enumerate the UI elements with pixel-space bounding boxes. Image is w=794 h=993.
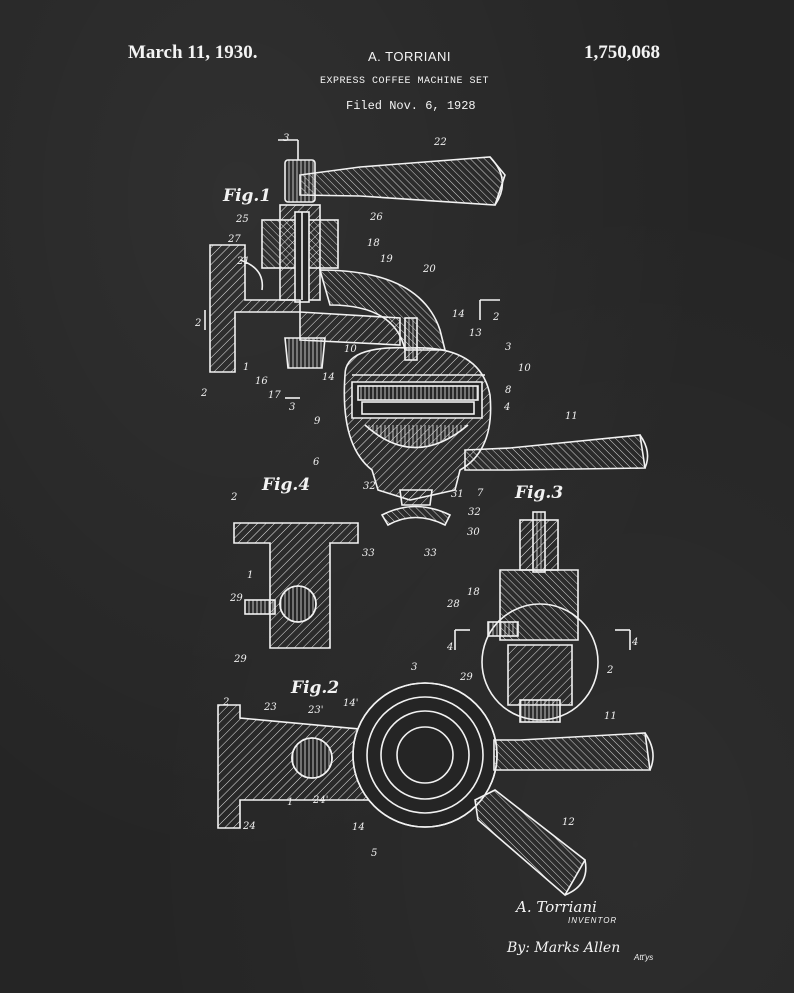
- ref-numeral: 30: [467, 527, 480, 538]
- ref-numeral: 24: [242, 821, 256, 832]
- ref-numeral: 4: [631, 637, 638, 648]
- ref-numeral: 23: [263, 702, 277, 713]
- ref-numeral: 32: [363, 481, 376, 492]
- figure-2-drawing: [217, 682, 654, 897]
- fig-3-label: Fig.3: [514, 483, 563, 503]
- ref-numeral: 11: [604, 711, 617, 722]
- ref-numeral: 8: [505, 385, 511, 396]
- filter-disk: [357, 385, 479, 401]
- ref-numeral: 19: [380, 254, 393, 265]
- ref-numeral: 28: [446, 599, 460, 610]
- handle-12: [474, 789, 587, 897]
- ref-numeral: 6: [313, 457, 320, 468]
- figure-1-drawing: [204, 139, 649, 527]
- ref-numeral: 3: [283, 133, 289, 144]
- ref-numeral: 2: [200, 388, 207, 399]
- reference-numerals: 3 22 25 26 27 21 18 19 20 2 2 14 13 3 10…: [194, 133, 638, 859]
- ref-numeral: 23': [307, 705, 323, 716]
- ref-numeral: 3: [505, 342, 511, 353]
- ref-numeral: 2: [194, 318, 201, 329]
- ref-numeral: 1: [287, 797, 293, 808]
- attorney-role: Att'ys: [634, 953, 654, 962]
- ref-numeral: 25: [235, 214, 249, 225]
- ref-numeral: 26: [369, 212, 383, 223]
- ref-numeral: 10: [344, 344, 357, 355]
- fig-2-label: Fig.2: [290, 678, 339, 698]
- ref-numeral: 24': [312, 795, 328, 806]
- ref-numeral: 2: [230, 492, 237, 503]
- attorney-signature: By: Marks Allen: [507, 940, 621, 956]
- ref-numeral: 32: [468, 507, 481, 518]
- patent-date: March 11, 1930.: [128, 42, 258, 63]
- ref-numeral: 11: [565, 411, 578, 422]
- ref-numeral: 16: [255, 376, 268, 387]
- ref-numeral: 4: [446, 642, 453, 653]
- fig-1-label: Fig.1: [222, 186, 271, 206]
- ref-numeral: 12: [562, 817, 575, 828]
- ref-numeral: 27: [227, 234, 241, 245]
- ref-numeral: 2: [606, 665, 613, 676]
- ref-numeral: 29: [233, 654, 247, 665]
- ref-numeral: 13: [469, 328, 482, 339]
- ref-numeral: 22: [433, 137, 447, 148]
- ref-numeral: 20: [422, 264, 436, 275]
- ref-numeral: 2: [492, 312, 499, 323]
- spout: [380, 505, 452, 527]
- ref-numeral: 21: [236, 256, 250, 267]
- handle-11: [493, 732, 651, 771]
- ref-numeral: 1: [243, 362, 249, 373]
- ref-numeral: 14: [452, 309, 465, 320]
- ref-numeral: 9: [314, 416, 321, 427]
- ref-numeral: 14: [352, 822, 365, 833]
- ref-numeral: 4: [503, 402, 510, 413]
- ref-numeral: 33: [424, 548, 437, 559]
- inventor-signature: A. Torriani: [516, 898, 597, 916]
- ref-numeral: 18: [467, 587, 480, 598]
- ref-numeral: 14': [343, 698, 358, 709]
- filing-date: Filed Nov. 6, 1928: [346, 99, 476, 113]
- ref-numeral: 10: [518, 363, 531, 374]
- ref-numeral: 29: [459, 672, 473, 683]
- ref-numeral: 7: [477, 488, 484, 499]
- ref-numeral: 1: [247, 570, 253, 581]
- ref-numeral: 17: [268, 390, 281, 401]
- ref-numeral: 18: [367, 238, 380, 249]
- ref-numeral: 2: [222, 697, 229, 708]
- inventor-name: A. TORRIANI: [368, 49, 452, 64]
- ref-numeral: 3: [411, 662, 417, 673]
- ref-numeral: 3: [289, 402, 295, 413]
- lever-pivot: [284, 159, 316, 203]
- ref-numeral: 31: [451, 489, 464, 500]
- ref-numeral: 5: [371, 848, 377, 859]
- figure-4-drawing: [233, 522, 359, 649]
- patent-number: 1,750,068: [584, 42, 660, 63]
- patent-title: EXPRESS COFFEE MACHINE SET: [320, 76, 490, 87]
- portafilter-handle: [464, 434, 646, 471]
- lever-handle: [299, 156, 506, 206]
- fig-4-label: Fig.4: [261, 475, 310, 495]
- ref-numeral: 29: [229, 593, 243, 604]
- inventor-role: INVENTOR: [568, 916, 618, 925]
- ref-numeral: 14: [322, 372, 335, 383]
- ref-numeral: 33: [362, 548, 375, 559]
- figure-3-drawing: [454, 511, 631, 723]
- brewing-chamber: [343, 346, 492, 501]
